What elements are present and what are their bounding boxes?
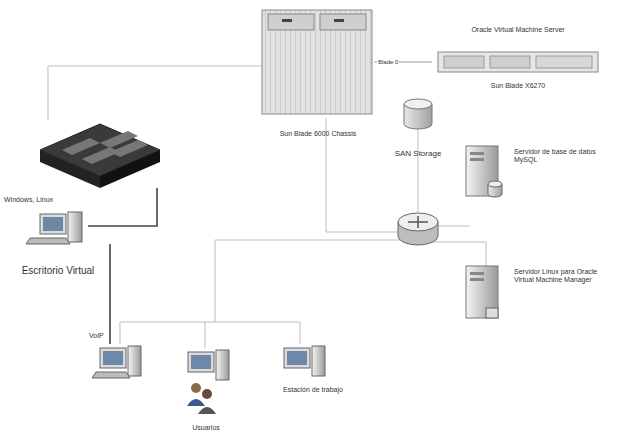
node-label: Escritorio Virtual (4, 265, 112, 277)
desktop-computer (284, 346, 325, 376)
device-node: Servidor de base de datos MySQL (514, 148, 614, 168)
blade-chassis (262, 10, 372, 114)
node-label: Usuarios (166, 424, 246, 432)
router-symbol (398, 213, 438, 245)
node-label: Windows, Linux (4, 196, 112, 204)
device-node: Servidor Linux para Oracle Virtual Machi… (514, 268, 614, 288)
device-node: Oracle Virtual Machine ServerSun Blade X… (432, 26, 604, 90)
desktop-computer (26, 212, 82, 244)
device-node: SAN Storage (388, 96, 448, 158)
device-node: Usuarios (166, 338, 246, 432)
server-tower (466, 266, 498, 318)
desktop-wires (88, 188, 157, 344)
node-label: Oracle Virtual Machine Server (432, 26, 604, 34)
node-label: Sun Blade 6000 Chassis (262, 130, 374, 138)
node-label: Estación de trabajo (258, 386, 368, 394)
desktop-computer (188, 350, 229, 380)
edge-label: Blade 0 (377, 59, 399, 65)
thin-client-appliance (40, 124, 160, 188)
port-label: VoIP (88, 332, 105, 339)
device-node: Estación de trabajo (258, 336, 368, 394)
server-tower (466, 146, 502, 197)
desktop-computer (92, 346, 141, 378)
device-node: Sun Blade 6000 Chassis (262, 8, 374, 138)
storage-cylinder (404, 99, 432, 129)
rack-server (438, 52, 598, 72)
node-label: SAN Storage (388, 149, 448, 158)
users-icon (187, 383, 216, 414)
device-node: Windows, LinuxEscritorio Virtual (4, 196, 112, 276)
node-label: Servidor Linux para Oracle Virtual Machi… (514, 268, 614, 284)
node-label: Sun Blade X6270 (432, 82, 604, 90)
node-label: Servidor de base de datos MySQL (514, 148, 614, 164)
